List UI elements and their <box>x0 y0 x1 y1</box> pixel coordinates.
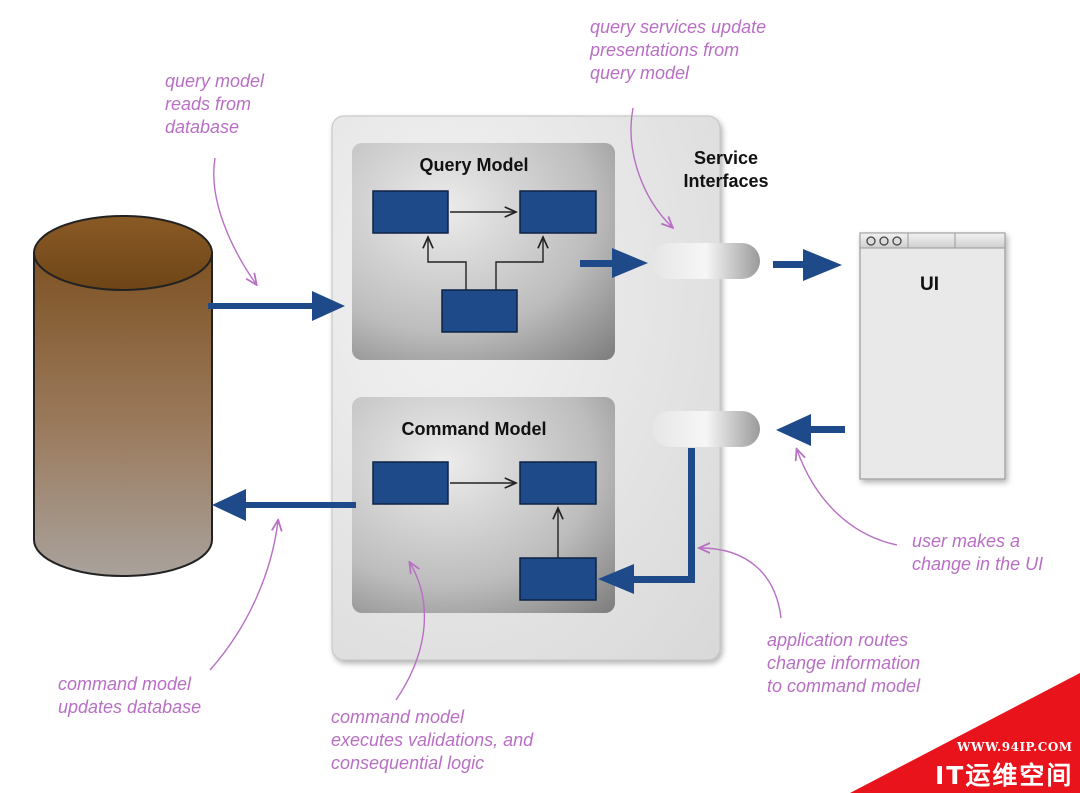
service-interfaces-title: Service Interfaces <box>666 147 786 193</box>
service-interfaces-line: Interfaces <box>683 171 769 191</box>
annotation-line: change information <box>767 653 921 673</box>
command-model-title: Command Model <box>401 419 547 439</box>
annotation-arrows <box>209 107 898 701</box>
command-component-right <box>519 461 597 505</box>
command-service-interface <box>652 411 760 447</box>
query-component-left <box>372 190 449 234</box>
query-component-right <box>519 190 597 234</box>
ui-window <box>859 232 1006 480</box>
query-arrow-bottom-to-left <box>428 237 467 290</box>
command-component-bottom <box>519 557 597 601</box>
annotation-line: query model <box>165 71 265 91</box>
query-component-bottom <box>441 289 518 333</box>
ui-label: UI <box>920 274 939 295</box>
annotation-line: consequential logic <box>331 753 485 773</box>
annotation-line: to command model <box>767 676 921 696</box>
query-service-interface <box>652 243 760 279</box>
annotation-command-updates: command model updates database <box>58 673 201 719</box>
watermark-triangle <box>850 673 1080 793</box>
annotation-line: command model <box>331 707 465 727</box>
window-button-icon <box>879 236 889 246</box>
query-model-title: Query Model <box>419 155 529 175</box>
annotation-app-routes: application routes change information to… <box>767 629 920 698</box>
annotation-command-executes: command model executes validations, and … <box>331 706 533 775</box>
watermark-name: IT运维空间 <box>935 761 1074 790</box>
annotation-query-reads: query model reads from database <box>165 70 264 139</box>
annotation-query-services: query services update presentations from… <box>590 16 766 85</box>
annotation-user-change: user makes a change in the UI <box>912 530 1043 576</box>
annotation-line: user makes a <box>912 531 1021 551</box>
annotation-line: updates database <box>58 697 202 717</box>
query-arrow-bottom-to-right <box>495 237 543 290</box>
annotation-line: command model <box>58 674 192 694</box>
service-interfaces-line: Service <box>693 148 759 168</box>
annotation-line: database <box>165 117 240 137</box>
annotation-line: application routes <box>767 630 909 650</box>
command-component-left <box>372 461 449 505</box>
annotation-line: reads from <box>165 94 252 114</box>
annotation-line: presentations from <box>590 40 740 60</box>
annotation-line: executes validations, and <box>331 730 534 750</box>
annotation-line: query services update <box>590 17 767 37</box>
window-button-icon <box>866 236 876 246</box>
database-cylinder <box>33 215 213 577</box>
annotation-line: change in the UI <box>912 554 1044 574</box>
watermark-url: WWW.94IP.COM <box>957 740 1073 754</box>
window-button-icon <box>892 236 902 246</box>
flow-arrows <box>208 248 845 594</box>
annotation-line: query model <box>590 63 690 83</box>
